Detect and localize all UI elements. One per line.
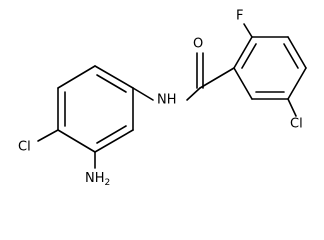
double-bond-inner [96,74,127,93]
bond [287,36,307,69]
bond-c-f [243,23,253,38]
atom-label-amino: NH2 [85,171,110,188]
left-aryl-ring [57,65,134,153]
atom-label-chlorine-left: Cl [18,140,31,155]
bond [94,129,134,153]
bond-c-cl-right [287,98,297,117]
bond [57,129,96,153]
double-bond-inner [241,43,257,69]
bond-c-cl-left [37,129,59,142]
amino-nh-text: NH [85,171,105,186]
double-bond-inner [96,125,127,144]
atom-label-oxygen: O [193,37,203,52]
atom-label-amide-nh: NH [157,93,177,108]
bond-carbonyl-ring [199,67,235,89]
structure-canvas: F O NH Cl Cl NH2 [18,8,307,188]
bond-c-nh [132,87,154,101]
atom-label-fluorine: F [236,9,243,24]
molecule-structure: F O NH Cl Cl NH2 [18,9,307,188]
bond [94,65,134,89]
bond [57,65,96,89]
bond-nh-carbonyl [186,87,201,101]
bond [233,67,253,100]
amino-subscript: 2 [105,178,111,188]
bond [233,36,253,69]
bond [287,67,307,100]
right-aryl-ring [233,36,307,100]
atom-label-chlorine-right: Cl [290,117,303,132]
double-bond-inner [283,43,299,69]
